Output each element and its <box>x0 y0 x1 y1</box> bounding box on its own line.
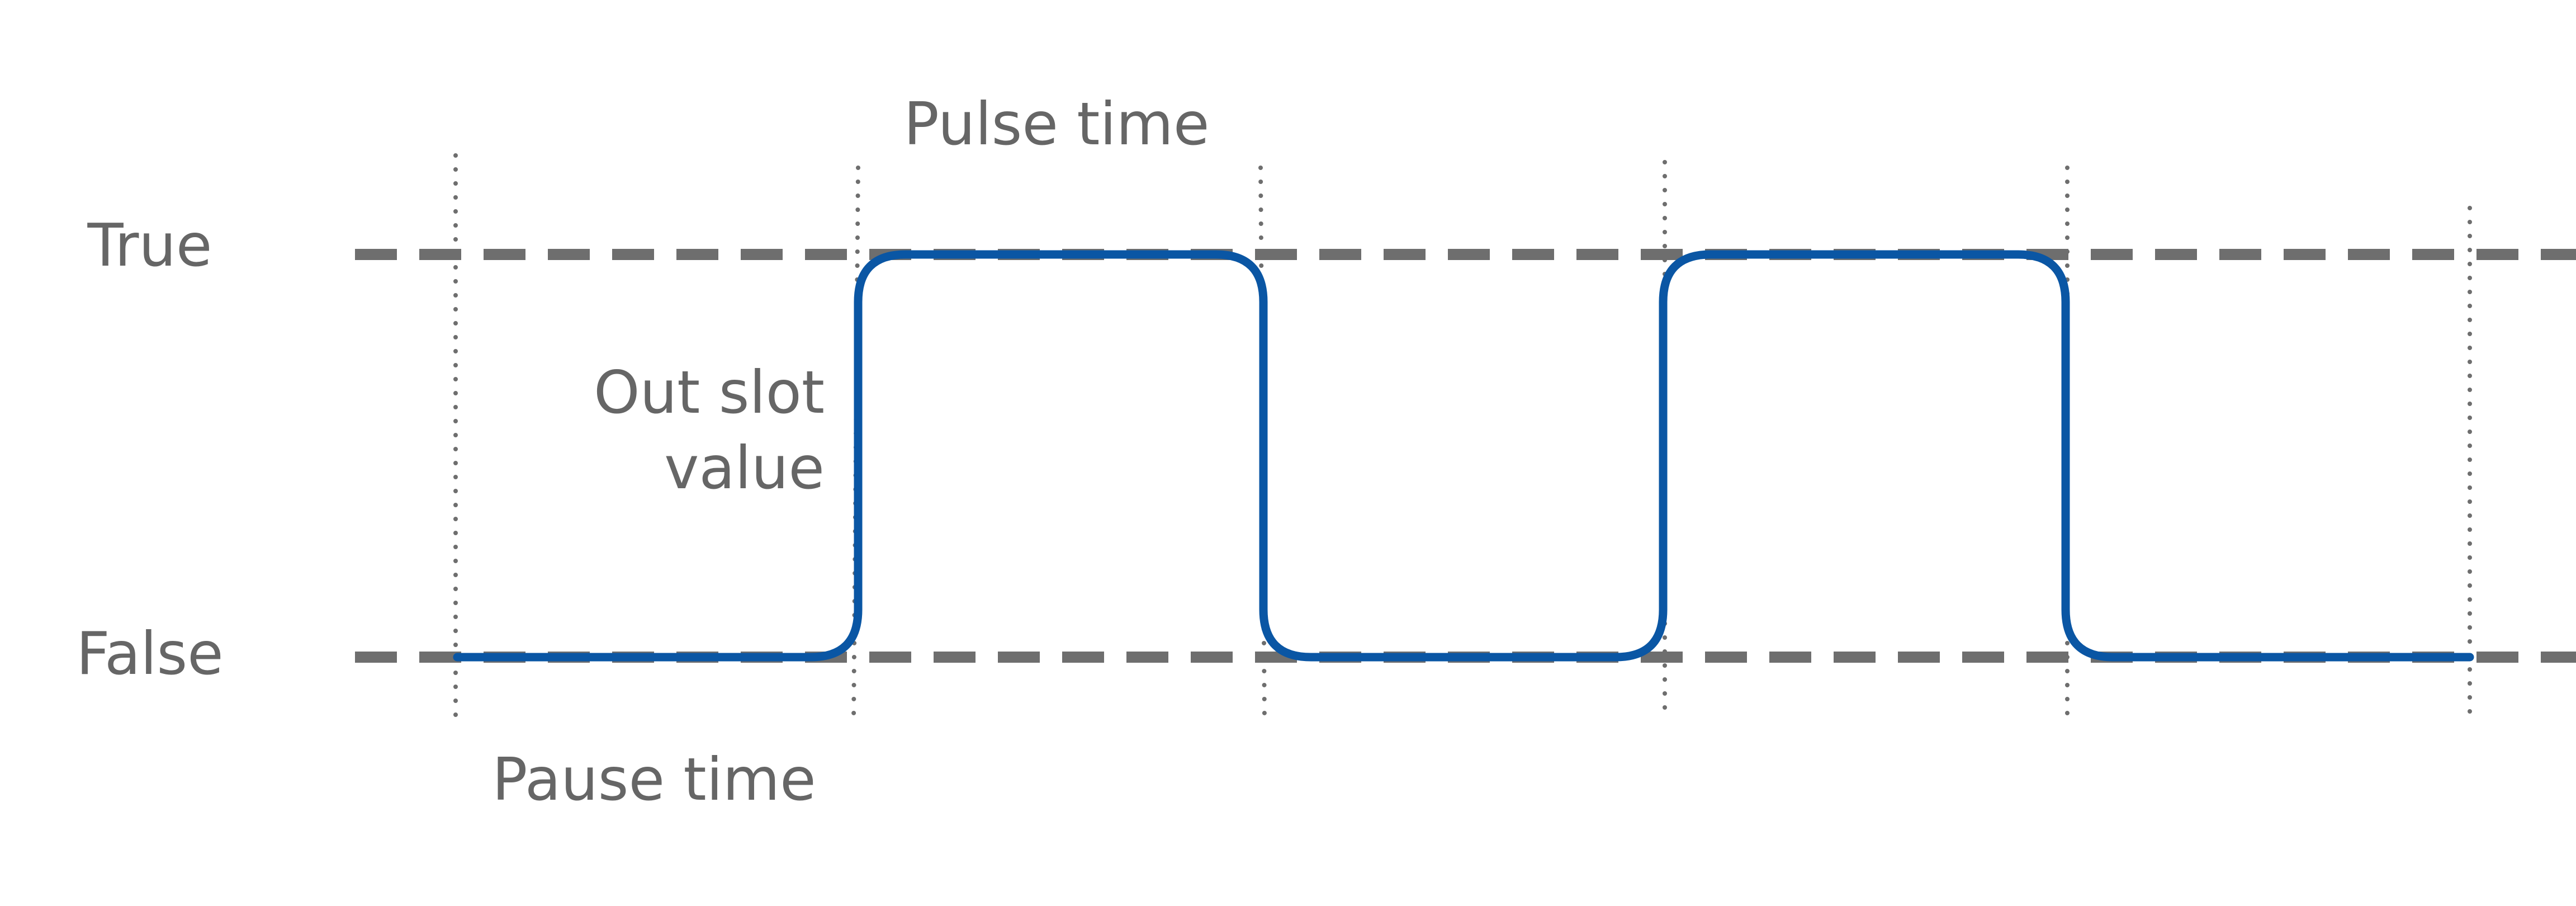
pause-time-label: Pause time <box>492 745 816 814</box>
pulse-time-label: Pulse time <box>903 90 1209 158</box>
out-slot-value-label-line2: value <box>664 434 825 502</box>
false-level-label: False <box>76 620 224 688</box>
true-level-label: True <box>87 211 212 280</box>
output-signal-waveform <box>453 250 2474 662</box>
out-slot-value-label-line1: Out slot <box>594 358 825 427</box>
